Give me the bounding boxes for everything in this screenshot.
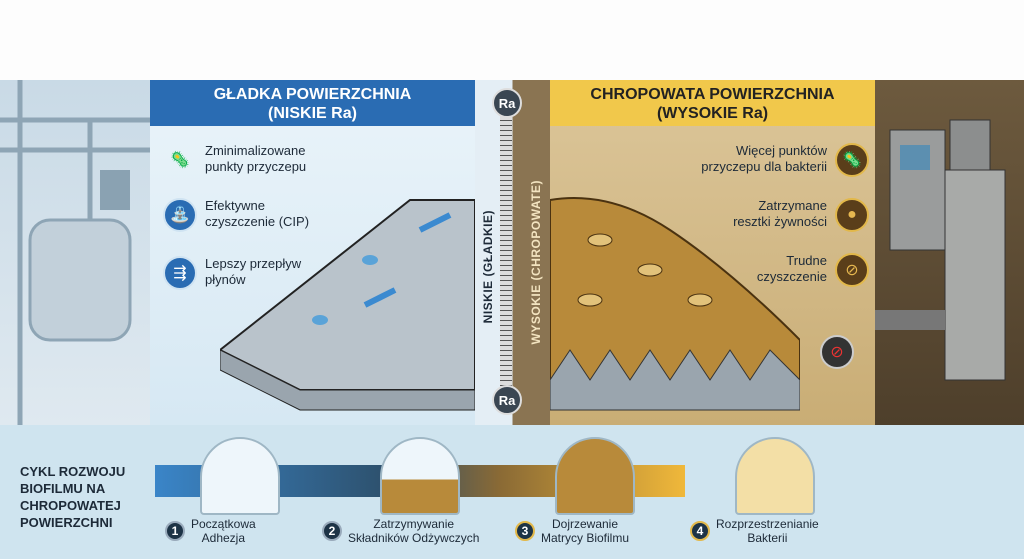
step-number: 1 — [165, 521, 185, 541]
smooth-surface-panel — [150, 80, 475, 425]
prohibited-icon: ⊘ — [820, 335, 854, 369]
tank-icon — [0, 80, 150, 425]
step-number: 2 — [322, 521, 342, 541]
low-roughness-label: NISKIE (GŁADKIE) — [481, 210, 495, 324]
biofilm-cycle-strip: CYKL ROZWOJU BIOFILMU NA CHROPOWATEJ POW… — [0, 425, 1024, 559]
smooth-steel-plate — [220, 199, 475, 411]
gauge-scale — [500, 115, 512, 395]
stage-4-illustration — [735, 437, 815, 515]
step-number: 4 — [690, 521, 710, 541]
industrial-machine-illustration — [875, 80, 1024, 425]
rough-surface-panel — [550, 80, 875, 425]
roughness-gauge: Ra Ra NISKIE (GŁADKIE) WYSOKIE (CHROPOWA… — [475, 80, 550, 425]
top-margin — [0, 0, 1024, 80]
flow-arrow — [418, 212, 452, 233]
rough-title: CHROPOWATA POWIERZCHNIA — [590, 86, 835, 103]
rough-surface-header: CHROPOWATA POWIERZCHNIA (WYSOKIE Ra) — [550, 80, 875, 126]
rough-surface-biofilm — [550, 197, 800, 411]
stage-3-illustration — [555, 437, 635, 515]
smooth-surface-header: GŁADKA POWIERZCHNIA (NISKIE Ra) — [150, 80, 475, 126]
stage-1-illustration — [200, 437, 280, 515]
machine-icon — [875, 119, 1006, 381]
food-residue-icon: ● — [835, 198, 869, 232]
ra-bottom-badge: Ra — [492, 385, 522, 415]
ra-top-badge: Ra — [492, 88, 522, 118]
no-spray-icon: ⊘ — [835, 253, 869, 287]
smooth-title: GŁADKA POWIERZCHNIA — [213, 86, 412, 103]
stage-2-illustration — [380, 437, 460, 515]
smooth-subtitle: (NISKIE Ra) — [268, 105, 357, 122]
rough-subtitle: (WYSOKIE Ra) — [656, 105, 769, 122]
flow-arrows-icon: ⇶ — [163, 256, 197, 290]
high-roughness-label: WYSOKIE (CHROPOWATE) — [529, 180, 543, 345]
spray-bottle-icon: ⛲ — [163, 198, 197, 232]
bacteria-icon: 🦠 — [170, 152, 190, 169]
step-number: 3 — [515, 521, 535, 541]
industrial-tank-illustration — [0, 80, 150, 425]
bacteria-icon: 🦠 — [835, 143, 869, 177]
cycle-title: CYKL ROZWOJU BIOFILMU NA CHROPOWATEJ POW… — [20, 464, 126, 530]
